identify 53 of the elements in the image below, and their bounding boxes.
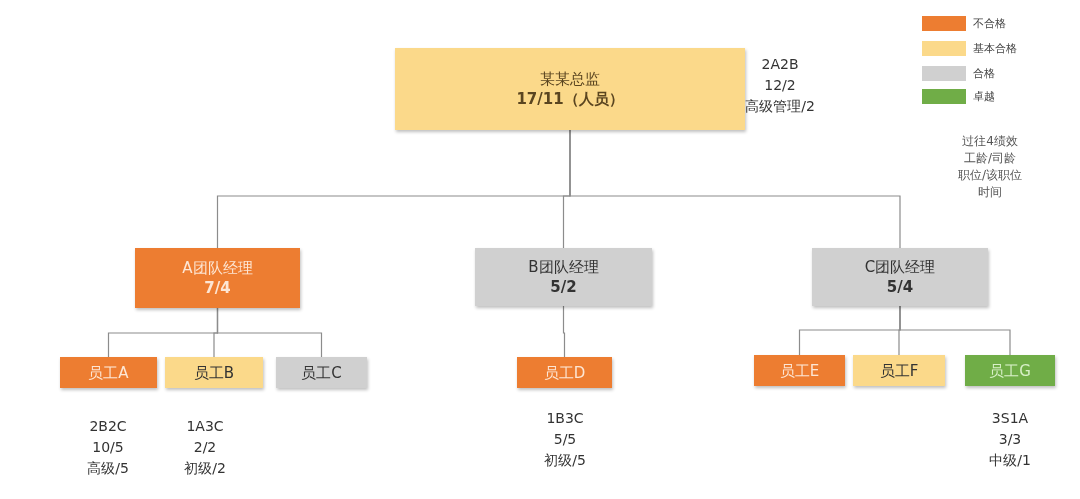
annotation-text: 3/3 (997, 430, 1023, 449)
org-box (754, 355, 845, 386)
connector-line (899, 305, 1011, 356)
box-title: 员工E (779, 360, 820, 381)
org-box (853, 355, 945, 386)
org-box (812, 248, 988, 306)
annotation-text: 中级/1 (988, 451, 1032, 470)
box-title: 员工D (543, 362, 586, 383)
box-figure: 5/2 (550, 277, 577, 297)
legend-label: 合格 (973, 66, 995, 81)
legend-label: 卓越 (973, 89, 995, 104)
box-title: C团队经理 (864, 257, 936, 277)
annotation-text: 5/5 (552, 430, 578, 449)
box-title: 员工A (88, 362, 129, 383)
note-text: 过往4绩效 (961, 133, 1019, 149)
annotation-text: 12/2 (763, 76, 797, 95)
box-title: 员工F (879, 360, 919, 381)
box-title: 员工B (193, 362, 235, 383)
director-box (395, 48, 745, 130)
annotation-text: 初级/2 (183, 459, 227, 478)
note-text: 时间 (977, 184, 1003, 200)
org-box (965, 355, 1055, 386)
connector-line (216, 307, 323, 358)
annotation-text: 2B2C (88, 417, 128, 436)
box-title: A团队经理 (182, 258, 253, 278)
box-figure: 17/11（人员） (516, 89, 624, 109)
box-title: B团队经理 (528, 257, 599, 277)
org-box (60, 357, 157, 388)
note-text: 职位/该职位 (956, 167, 1023, 183)
annotation-text: 1A3C (185, 417, 225, 436)
annotation-text: 1B3C (545, 409, 585, 428)
annotation-text: 高级管理/2 (744, 97, 816, 116)
annotation-text: 高级/5 (86, 459, 130, 478)
legend-label: 基本合格 (973, 41, 1017, 56)
box-title: 员工G (989, 360, 1031, 381)
org-box (135, 248, 300, 308)
org-box (517, 357, 612, 388)
box-title: 某某总监 (540, 69, 600, 89)
annotation-text: 3S1A (990, 409, 1030, 428)
connector-line (569, 129, 901, 249)
org-box (276, 357, 367, 388)
legend-label: 不合格 (973, 16, 1006, 31)
note-text: 工龄/司龄 (962, 150, 1017, 166)
annotation-text: 10/5 (91, 438, 125, 457)
box-figure: 7/4 (204, 278, 231, 298)
annotation-text: 2/2 (192, 438, 218, 457)
box-title: 员工C (301, 362, 342, 383)
box-figure: 5/4 (886, 277, 914, 297)
org-box (475, 248, 652, 306)
org-box (165, 357, 263, 388)
annotation-text: 初级/5 (543, 451, 587, 470)
connector-line (562, 305, 566, 358)
annotation-text: 2A2B (760, 55, 800, 74)
